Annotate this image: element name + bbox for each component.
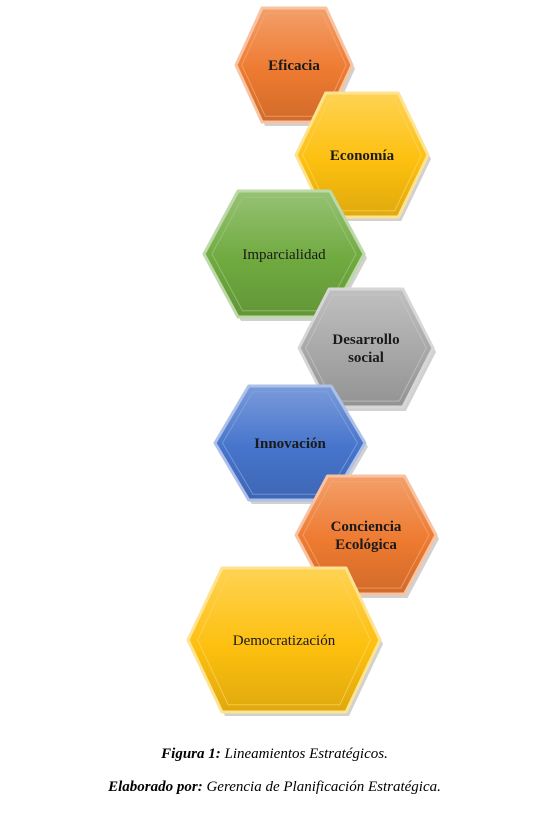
hexagon-shape <box>186 566 382 714</box>
hexagon-imparcialidad: Imparcialidad <box>202 189 367 321</box>
credit-label: Elaborado por: <box>108 779 203 795</box>
hexagon-label: Desarrollo social <box>332 332 399 366</box>
hexagon-label-line: Desarrollo <box>332 332 399 348</box>
hexagon-bevel <box>197 574 371 706</box>
hexagon-label: Imparcialidad <box>242 247 326 263</box>
hexagon-label: Innovación <box>254 436 326 452</box>
hexagon-label: Eficacia <box>268 58 320 74</box>
hexagon-bevel <box>241 13 347 117</box>
figure-credit: Elaborado por: Gerencia de Planificación… <box>0 779 549 796</box>
hexagon-label-line: Economía <box>330 148 395 164</box>
figure-label: Figura 1: <box>161 746 221 762</box>
hexagon-label-line: Eficacia <box>268 58 320 74</box>
hexagon-label-line: Innovación <box>254 436 326 452</box>
hexagon-label-line: Democratización <box>233 633 336 649</box>
hexagon-label-line: social <box>348 350 384 366</box>
hexagon-democratizacion: Democratización <box>186 566 383 716</box>
hexagon-label-line: Imparcialidad <box>242 247 326 263</box>
hexagon-label-line: Conciencia <box>331 519 402 535</box>
hexagon-shape <box>234 6 354 124</box>
hexagon-shape <box>202 189 366 319</box>
figure-title: Lineamientos Estratégicos. <box>220 746 388 762</box>
hexagon-label: Democratización <box>233 633 336 649</box>
hexagon-bevel <box>222 391 358 495</box>
hexagon-label-line: Ecológica <box>335 537 397 553</box>
hexagon-desarrollo-social: Desarrollo social <box>297 287 436 411</box>
hexagon-label: Economía <box>330 148 395 164</box>
hexagon-shape <box>213 384 367 502</box>
figure-caption: Figura 1: Lineamientos Estratégicos. <box>0 746 549 763</box>
credit-text: Gerencia de Planificación Estratégica. <box>202 779 441 795</box>
hexagon-eficacia: Eficacia <box>234 6 355 126</box>
hexagon-bevel <box>211 196 357 312</box>
